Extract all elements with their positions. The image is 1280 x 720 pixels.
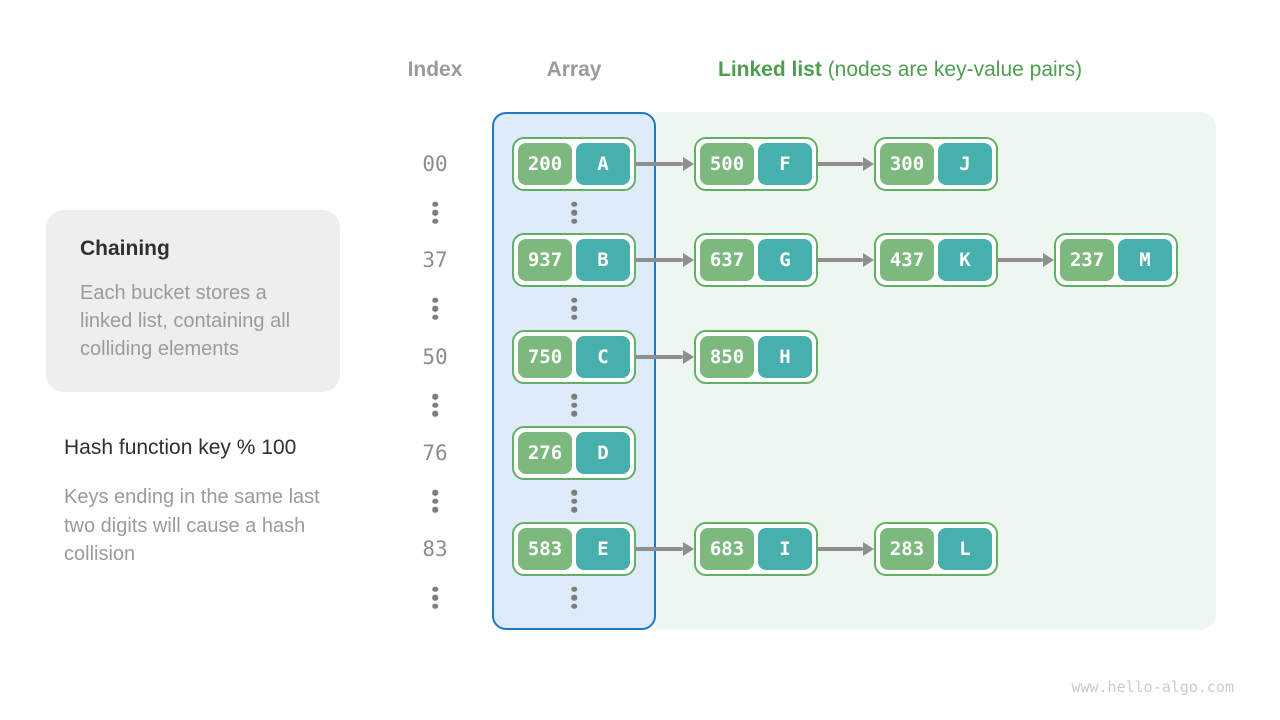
ellipsis-dots	[432, 297, 438, 320]
value-cell: B	[576, 239, 630, 282]
key-cell: 437	[880, 239, 934, 282]
arrow-connector	[634, 349, 694, 364]
kv-node: 300 J	[874, 137, 998, 191]
hash-function-label: Hash function key % 100	[64, 436, 297, 459]
value-cell: K	[938, 239, 992, 282]
ellipsis-dots	[432, 490, 438, 513]
ellipsis-dots	[571, 201, 577, 224]
key-cell: 500	[700, 143, 754, 185]
chaining-title: Chaining	[80, 237, 170, 260]
ellipsis-dots	[571, 490, 577, 513]
value-cell: F	[758, 143, 812, 185]
value-cell: C	[576, 335, 630, 378]
key-cell: 583	[518, 528, 572, 570]
arrow-connector	[816, 542, 874, 556]
linked-list-header-note: (nodes are key-value pairs)	[821, 58, 1083, 81]
value-cell: J	[938, 143, 992, 185]
arrow-connector	[816, 253, 874, 268]
arrow-connector	[816, 157, 874, 171]
kv-node: 283 L	[874, 522, 998, 576]
chaining-info-box: Chaining Each bucket stores a linked lis…	[46, 210, 340, 392]
ellipsis-dots	[571, 586, 577, 609]
ellipsis-dots	[571, 393, 577, 417]
key-cell: 750	[518, 335, 572, 378]
hash-collision-note: Keys ending in the same last two digits …	[64, 486, 320, 565]
key-cell: 683	[700, 528, 754, 570]
value-cell: G	[758, 239, 812, 282]
value-cell: D	[576, 431, 630, 474]
arrow-connector	[996, 253, 1054, 268]
index-label: 00	[422, 152, 448, 176]
arrow-connector	[634, 253, 694, 268]
kv-node: 237 M	[1054, 233, 1178, 288]
ellipsis-dots	[571, 297, 577, 320]
kv-node: 850 H	[694, 329, 818, 384]
index-column-header: Index	[407, 58, 463, 81]
kv-node: 437 K	[874, 233, 998, 288]
value-cell: A	[576, 143, 630, 185]
value-cell: M	[1118, 239, 1172, 282]
ellipsis-dots	[432, 393, 438, 417]
key-cell: 850	[700, 335, 754, 378]
arrow-connector	[634, 157, 694, 171]
ellipsis-dots	[432, 201, 438, 224]
kv-node: 583 E	[512, 522, 636, 576]
key-cell: 237	[1060, 239, 1114, 282]
array-column-header: Array	[546, 58, 602, 81]
kv-node: 937 B	[512, 233, 636, 288]
value-cell: E	[576, 528, 630, 570]
value-cell: I	[758, 528, 812, 570]
key-cell: 637	[700, 239, 754, 282]
key-cell: 200	[518, 143, 572, 185]
key-cell: 276	[518, 431, 572, 474]
index-label: 50	[422, 344, 448, 369]
arrow-connector	[634, 542, 694, 556]
index-label: 37	[422, 248, 448, 273]
index-label: 76	[422, 440, 448, 465]
kv-node: 637 G	[694, 233, 818, 288]
key-cell: 283	[880, 528, 934, 570]
value-cell: H	[758, 335, 812, 378]
kv-node: 276 D	[512, 425, 636, 480]
key-cell: 300	[880, 143, 934, 185]
kv-node: 500 F	[694, 137, 818, 191]
linked-list-column-header: Linked list (nodes are key-value pairs)	[718, 58, 1082, 82]
value-cell: L	[938, 528, 992, 570]
linked-list-header-bold: Linked list	[718, 58, 822, 81]
index-label: 83	[422, 537, 448, 561]
key-cell: 937	[518, 239, 572, 282]
kv-node: 683 I	[694, 522, 818, 576]
kv-node: 200 A	[512, 137, 636, 191]
kv-node: 750 C	[512, 329, 636, 384]
ellipsis-dots	[432, 586, 438, 609]
watermark: www.hello-algo.com	[1071, 678, 1234, 696]
chaining-description: Each bucket stores a linked list, contai…	[80, 282, 291, 360]
